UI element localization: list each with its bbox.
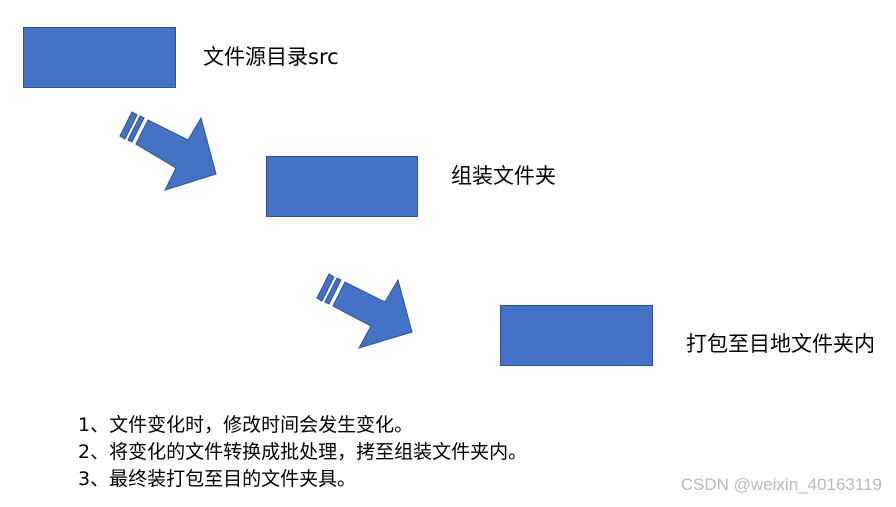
- package-label: 打包至目地文件夹内: [686, 332, 875, 356]
- assemble-label: 组装文件夹: [451, 164, 556, 188]
- assemble-box: [266, 156, 418, 217]
- package-box: [500, 305, 653, 366]
- csdn-watermark: CSDN @weixin_40163119: [680, 475, 882, 494]
- note-item: 1、文件变化时，修改时间会发生变化。: [78, 414, 414, 436]
- source-label: 文件源目录src: [203, 45, 339, 69]
- down-right-arrow-1: [119, 111, 217, 191]
- source-box: [23, 27, 176, 88]
- note-item: 2、将变化的文件转换成批处理，拷至组装文件夹内。: [78, 441, 528, 463]
- notes-list: 1、文件变化时，修改时间会发生变化。 2、将变化的文件转换成批处理，拷至组装文件…: [78, 412, 527, 493]
- note-item: 3、最终装打包至目的文件夹具。: [78, 468, 357, 490]
- down-right-arrow-2: [316, 273, 413, 349]
